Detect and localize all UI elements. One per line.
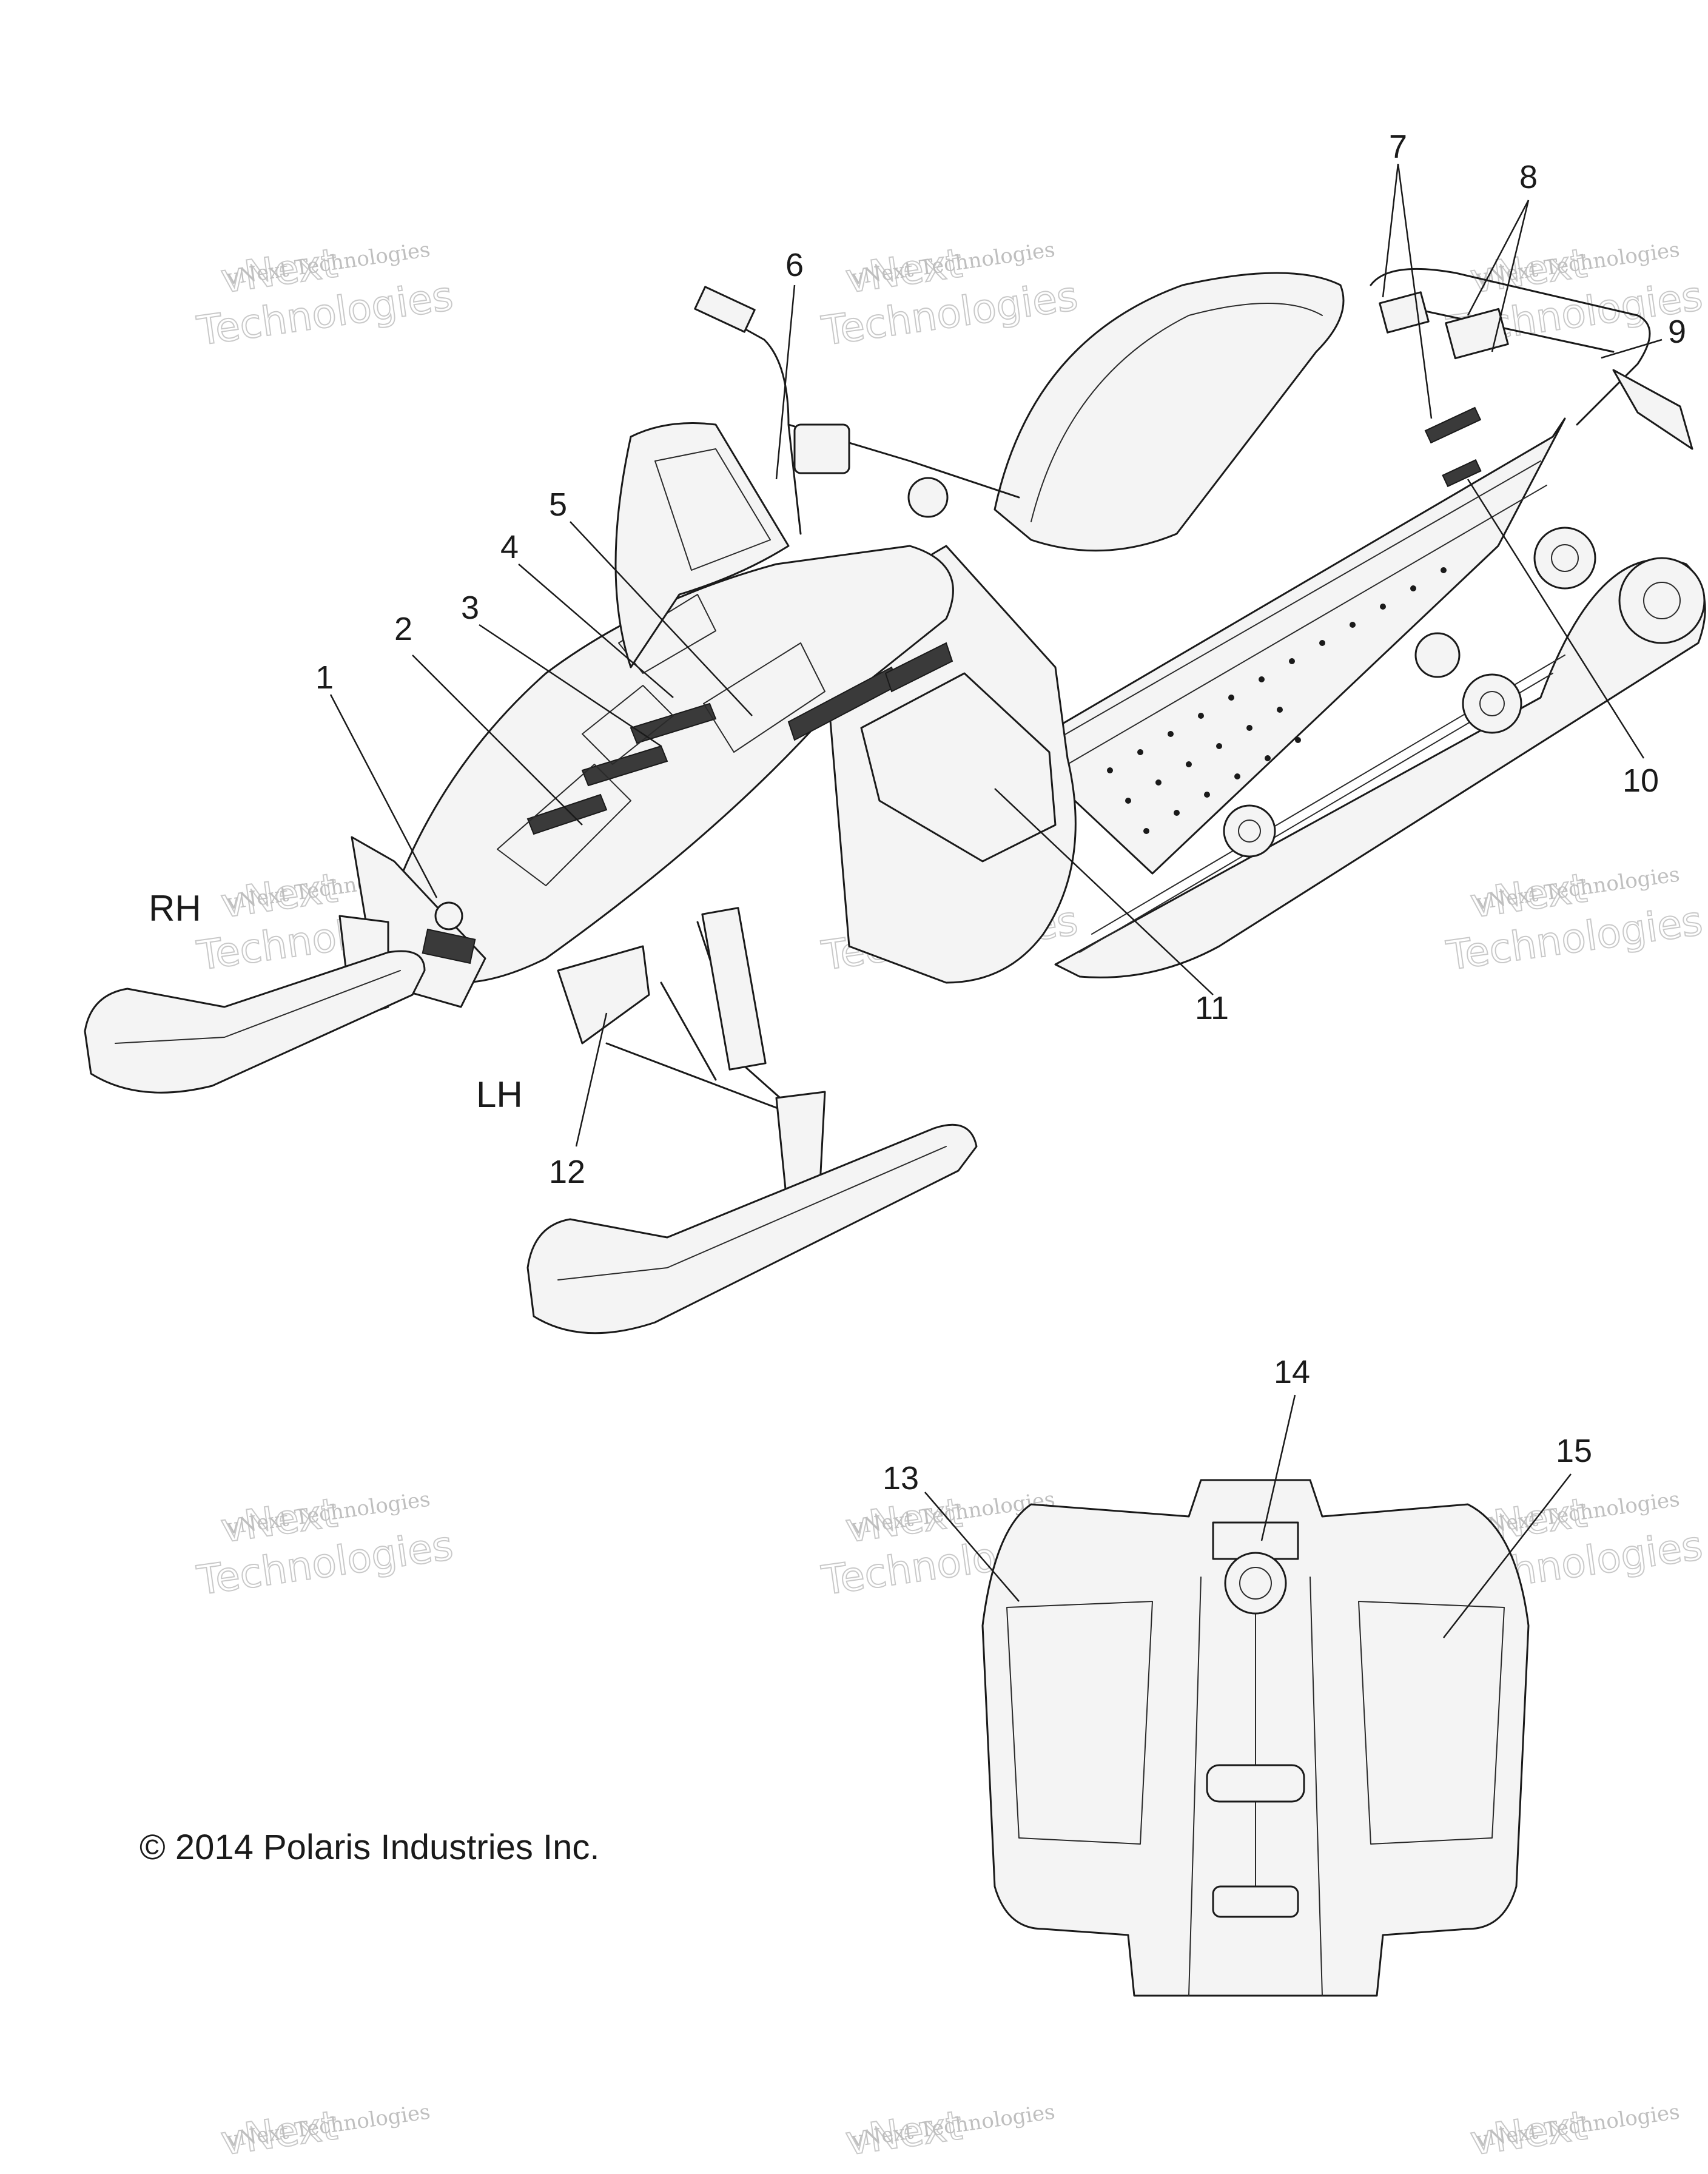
watermark: vNext vNext Technologies Technologies: [193, 237, 457, 355]
headlight: [422, 928, 476, 964]
gas-cap: [907, 477, 949, 518]
decal-10-patch: [1442, 459, 1482, 488]
callout-6: 6: [785, 247, 804, 283]
hood-detail-gas-cap: [1224, 1552, 1287, 1615]
shock-absorber: [701, 907, 767, 1071]
callout-14: 14: [1274, 1354, 1310, 1390]
decal-7: [1379, 291, 1430, 334]
watermark: vNext vNext Technologies Technologies: [193, 1487, 457, 1604]
callout-8: 8: [1519, 159, 1538, 195]
bogie-wheels: [1223, 527, 1706, 858]
decal-11: [860, 672, 1057, 863]
watermark: vNext vNext Technologies Technologies: [1443, 862, 1706, 980]
hood-detail-right-panel: [1358, 1601, 1505, 1845]
ski-right: [84, 950, 426, 1094]
ski-left: [526, 1123, 978, 1334]
snow-flap: [1612, 369, 1693, 450]
hood-detail-drawing: [981, 1479, 1530, 1997]
watermark: vNext vNext Technologies Technologies: [818, 237, 1081, 355]
windshield: [614, 422, 790, 668]
tunnel-rivets: [1107, 567, 1447, 834]
callout-5: 5: [549, 486, 567, 523]
decal-2: [497, 764, 631, 886]
snowmobile-drawing: [84, 268, 1706, 1334]
label-lh: LH: [476, 1074, 523, 1115]
seat: [994, 272, 1345, 552]
watermark: vNext vNext Technologies: [842, 2099, 1056, 2165]
seat-seam: [1031, 303, 1323, 522]
throttle-block: [793, 423, 850, 474]
callout-12: 12: [549, 1154, 585, 1190]
decal-8: [1445, 308, 1509, 360]
handlebar-grip: [694, 286, 756, 333]
running-board: [1055, 460, 1547, 765]
decal-7b: [1424, 406, 1482, 444]
decal-1: [434, 901, 463, 931]
decal-5: [703, 642, 825, 753]
ski-left-inner: [557, 1146, 947, 1281]
ski-right-inner: [115, 970, 401, 1044]
rear-rack: [1370, 268, 1651, 426]
callout-4: 4: [500, 529, 519, 565]
callouts: 1 2 3 4 5 6 7 8 9 10 11 12 13 14 15: [315, 129, 1686, 1496]
callout-3: 3: [461, 590, 479, 626]
callout-2: 2: [394, 611, 412, 647]
decal-12: [557, 945, 650, 1045]
leader-lines: [329, 163, 1663, 1638]
callout-9: 9: [1668, 314, 1686, 350]
hood-detail-left-panel: [1006, 1601, 1153, 1845]
watermark: vNext vNext Technologies: [217, 2099, 431, 2165]
hood-detail-gas-cap-inner: [1239, 1567, 1272, 1600]
copyright-text: © 2014 Polaris Industries Inc.: [140, 1828, 599, 1867]
handlebar: [708, 308, 802, 535]
callout-10: 10: [1622, 762, 1659, 799]
decal-4: [618, 594, 716, 674]
callout-1: 1: [315, 659, 334, 696]
watermark: vNext vNext Technologies: [1467, 2099, 1681, 2165]
callout-11: 11: [1195, 990, 1229, 1026]
hood-detail-handle: [1206, 1764, 1305, 1803]
callout-13: 13: [883, 1460, 919, 1496]
hood-detail-bottom-handle: [1212, 1885, 1299, 1918]
label-rh: RH: [149, 888, 201, 929]
callout-7: 7: [1389, 129, 1407, 165]
windshield-inner: [654, 448, 771, 571]
callout-15: 15: [1556, 1433, 1592, 1469]
decal-3: [582, 685, 674, 765]
